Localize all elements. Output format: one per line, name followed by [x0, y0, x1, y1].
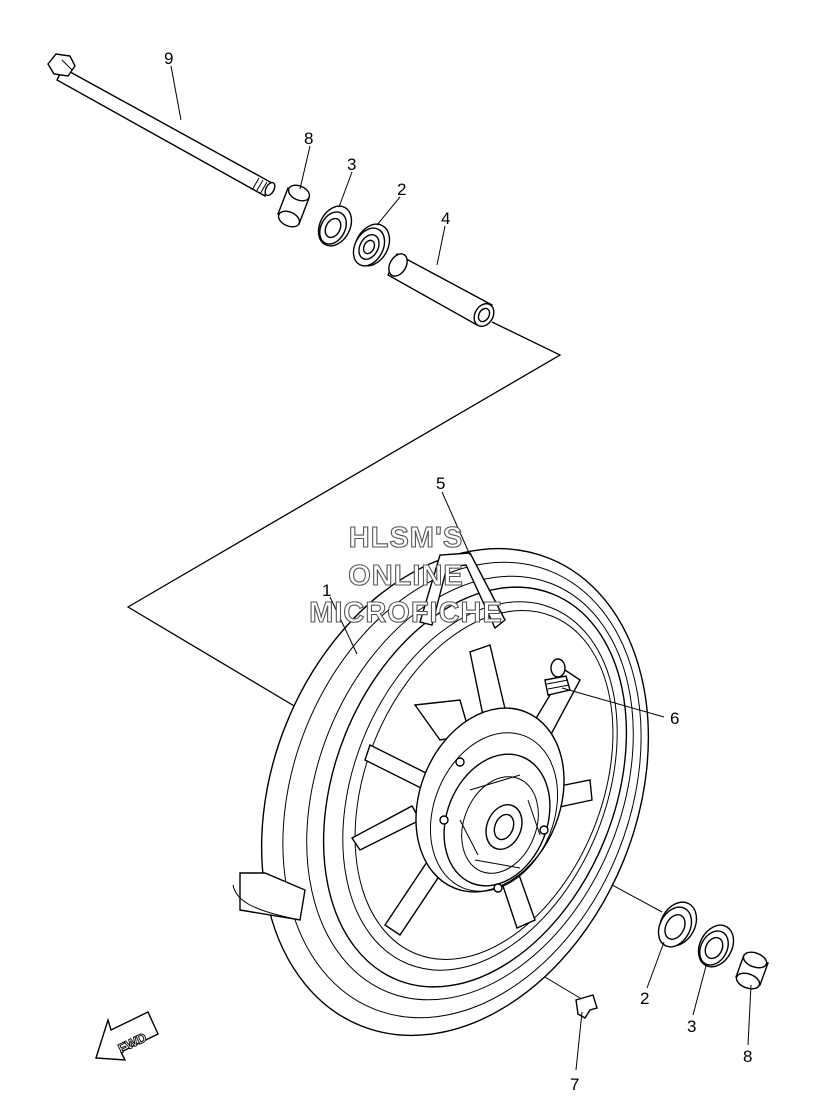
callout-spacer: 4 — [441, 209, 450, 228]
collar-bottom[interactable] — [734, 949, 769, 991]
callout-weight-clip: 7 — [570, 1075, 579, 1094]
callout-oil-seal-bottom: 3 — [687, 1017, 696, 1036]
bearing-top[interactable] — [347, 218, 396, 272]
fwd-arrow-icon: FWD — [95, 1011, 159, 1061]
watermark-line-2: ONLINE — [348, 560, 464, 592]
callout-wheel: 1 — [322, 581, 331, 600]
callout-bearing-top: 2 — [397, 180, 406, 199]
callout-balance-weight: 5 — [436, 474, 445, 493]
callout-valve: 6 — [670, 709, 679, 728]
callout-labels: 9 8 3 2 4 5 1 6 2 3 8 7 — [164, 49, 752, 1094]
leader-lines — [170, 65, 752, 1071]
watermark-line-3: MICROFICHE — [309, 597, 503, 629]
callout-oil-seal-top: 3 — [347, 155, 356, 174]
callout-bearing-bottom: 2 — [640, 989, 649, 1008]
oil-seal-bottom[interactable] — [692, 919, 741, 973]
balance-weight[interactable] — [419, 552, 506, 630]
oil-seal-top[interactable] — [312, 200, 358, 251]
callout-axle: 9 — [164, 49, 173, 68]
tire-valve[interactable] — [544, 658, 571, 696]
watermark-line-1: HLSM'S — [349, 522, 463, 554]
weight-clip[interactable] — [575, 994, 598, 1019]
front-axle[interactable] — [47, 53, 277, 197]
callout-collar-bottom: 8 — [743, 1047, 752, 1066]
bearing-bottom[interactable] — [652, 896, 704, 953]
watermark: HLSM'S ONLINE MICROFICHE — [309, 521, 503, 629]
collar-top[interactable] — [276, 182, 312, 230]
callout-collar-top: 8 — [304, 129, 313, 148]
wheel-spacer[interactable] — [385, 251, 498, 330]
